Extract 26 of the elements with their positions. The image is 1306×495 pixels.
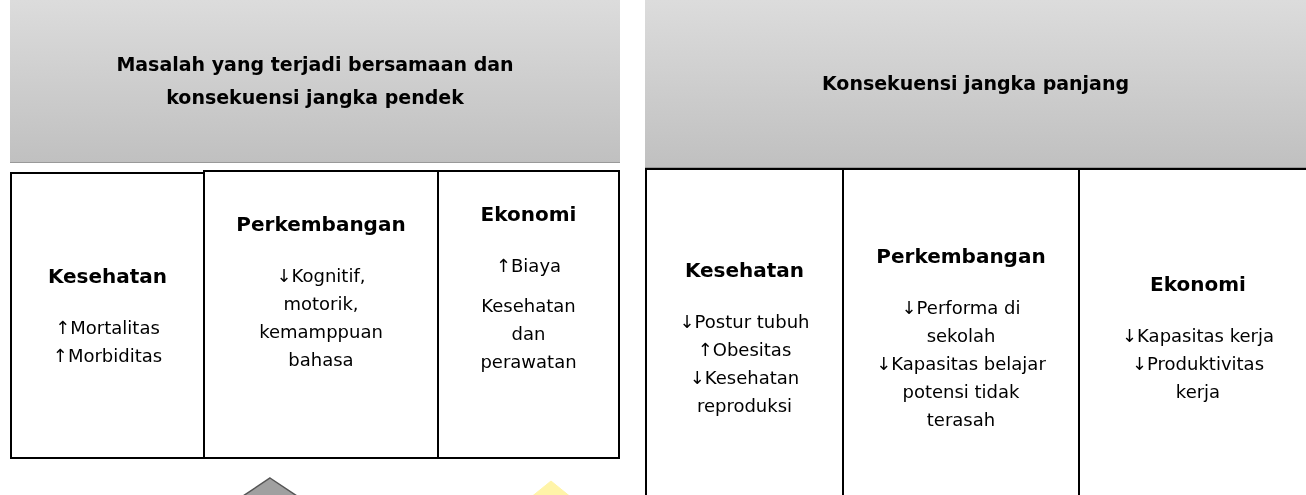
effect-text: ↑Biaya — [495, 254, 562, 278]
effect-text: ↓Kognitif, motorik, kemamppuan bahasa — [258, 264, 384, 372]
category-title: Perkembangan — [236, 211, 406, 238]
category-title: Ekonomi — [480, 201, 577, 228]
category-title: Ekonomi — [1150, 271, 1246, 298]
category-box — [437, 170, 620, 459]
effect-text: ↑Obesitas — [697, 338, 792, 362]
effect-text: ↓Postur tubuh — [679, 310, 810, 334]
header-title: Masalah yang terjadi bersamaan dan konsekuensi jangka pendek — [115, 52, 515, 110]
category-title: Perkembangan — [876, 243, 1046, 270]
header-box — [645, 0, 1306, 168]
category-box — [10, 172, 205, 459]
effect-text: Kesehatan dan perawatan — [479, 294, 578, 374]
header-box — [10, 0, 620, 163]
effect-text: ↓Produktivitas kerja — [1130, 352, 1266, 404]
header-title: Konsekuensi jangka panjang — [820, 71, 1131, 96]
effect-text: ↓Kapasitas kerja — [1122, 324, 1274, 348]
effect-text: ↓Kesehatan reproduksi — [688, 366, 801, 418]
category-box — [203, 170, 439, 459]
category-title: Kesehatan — [47, 262, 168, 290]
category-title: Kesehatan — [684, 257, 805, 284]
effect-text: ↓Kapasitas belajar potensi tidak terasah — [875, 352, 1047, 432]
effect-text: ↑Morbiditas — [52, 343, 163, 368]
effect-text: ↓Performa di sekolah — [900, 296, 1022, 348]
effect-text: ↑Mortalitas — [55, 315, 160, 340]
category-box — [645, 168, 844, 495]
